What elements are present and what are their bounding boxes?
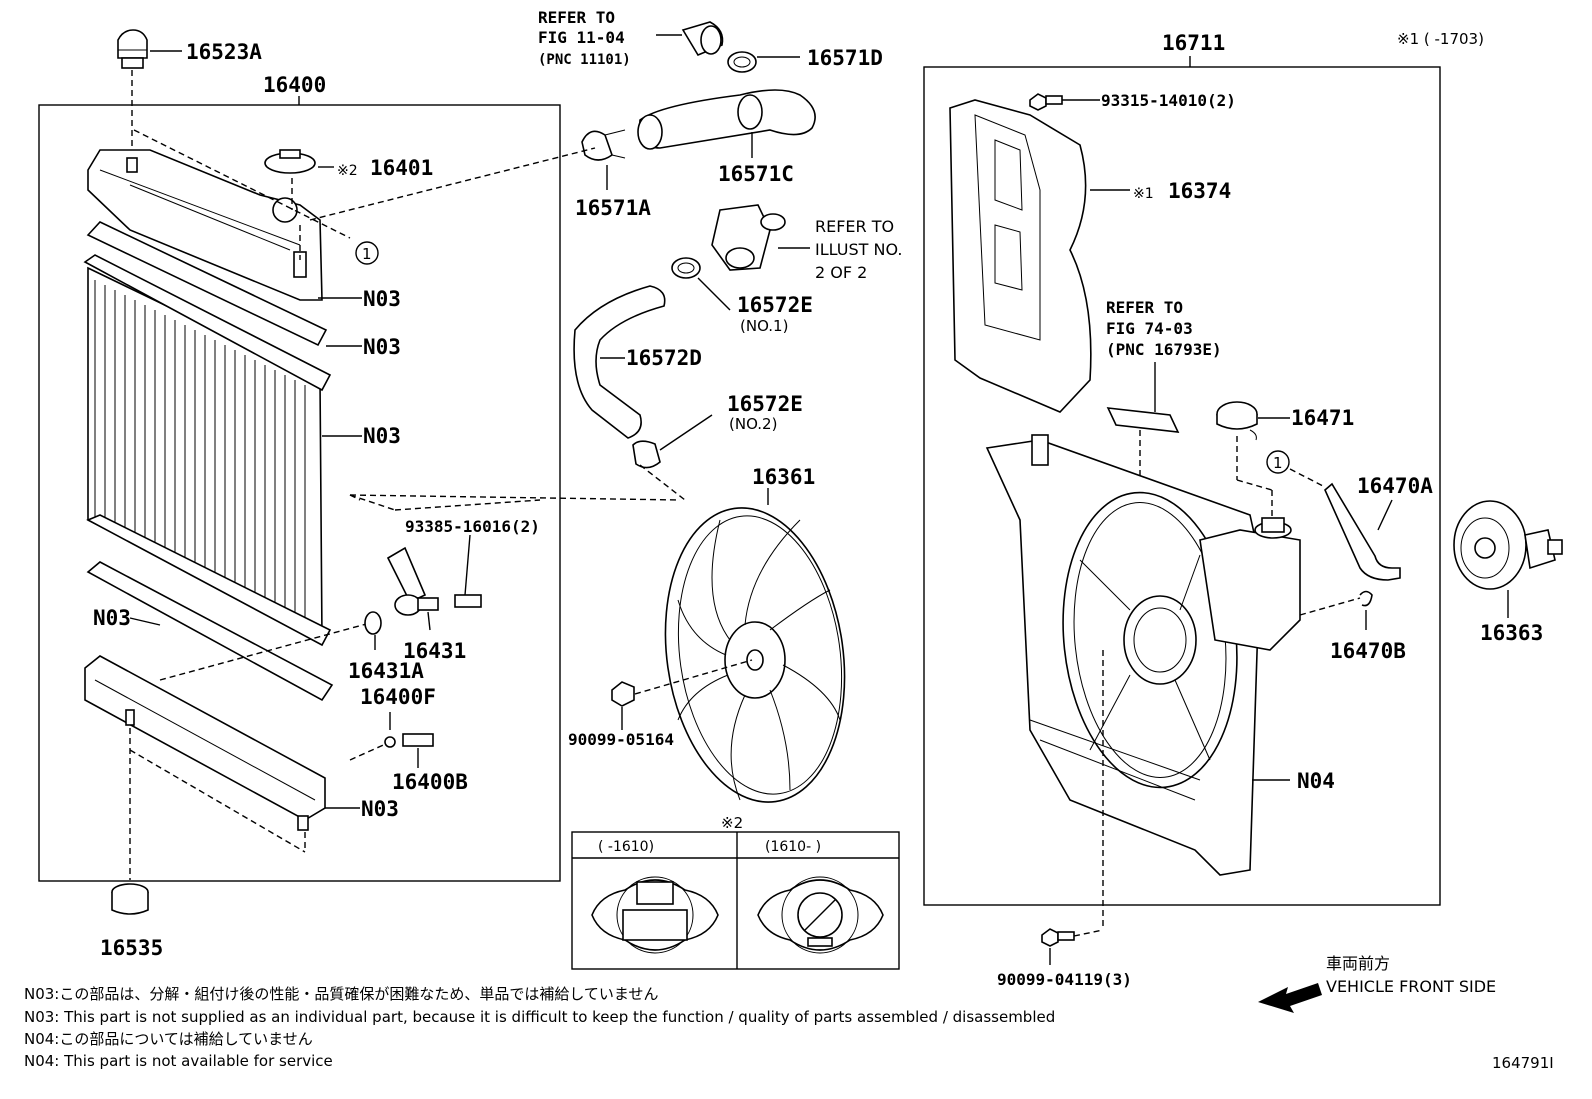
- label-16523A: 16523A: [186, 40, 262, 64]
- label-16401: 16401: [370, 156, 433, 180]
- label-16431A: 16431A: [348, 659, 424, 683]
- reserve-tank-icon: [1199, 517, 1301, 651]
- ref-fig7403-line1: REFER TO: [1106, 298, 1183, 317]
- footnote-n03-jp: N03:この部品は、分解・組付け後の性能・品質確保が困難なため、単品では補給して…: [24, 985, 658, 1003]
- radiator-cap-late-icon: [757, 876, 884, 954]
- mark-16401: ※2: [337, 163, 358, 179]
- radiator-top-plug-icon: [117, 29, 148, 69]
- drain-cock-icon: [386, 546, 439, 616]
- footnote-n03-en: N03: This part is not supplied as an ind…: [24, 1008, 1055, 1026]
- shroud-bolt-icon: [1029, 93, 1063, 111]
- sub-16572E-1: (NO.1): [740, 317, 788, 335]
- label-16431: 16431: [403, 639, 466, 663]
- shroud-lower-bolt-icon: [1041, 928, 1075, 947]
- lower-gasket-icon: [86, 561, 334, 702]
- label-16571C: 16571C: [718, 162, 794, 186]
- label-n03-1: N03: [363, 287, 401, 311]
- reserve-tank-hose-icon: [1324, 482, 1401, 581]
- label-16400B: 16400B: [392, 770, 468, 794]
- label-90099-05164: 90099-05164: [568, 730, 674, 749]
- label-16571A: 16571A: [575, 196, 651, 220]
- sub-16572E-2: (NO.2): [729, 415, 777, 433]
- cap-table-col2: (1610- ): [765, 839, 821, 855]
- label-n03-4: N03: [93, 606, 131, 630]
- fan-shroud-assembly-box: [923, 66, 1441, 906]
- label-16470A: 16470A: [1357, 474, 1433, 498]
- diagram-id: 164791I: [1492, 1054, 1554, 1072]
- note-1703: ※1 ( -1703): [1397, 30, 1484, 48]
- label-16572D: 16572D: [626, 346, 702, 370]
- footnote-n04-jp: N04:この部品については補給していません: [24, 1030, 313, 1048]
- upper-hose-fitting-icon: [681, 21, 724, 57]
- label-n03-3: N03: [363, 424, 401, 448]
- upper-hose-clamp-d-icon: [727, 51, 757, 73]
- label-93315: 93315-14010(2): [1101, 91, 1236, 110]
- drain-bolt-icon: [454, 594, 482, 608]
- radiator-cap-icon: [264, 149, 316, 174]
- radiator-core-icon: [83, 254, 332, 647]
- radiator-cap-early-icon: [591, 876, 719, 954]
- shroud-seal-icon: [1106, 407, 1180, 433]
- label-93385: 93385-16016(2): [405, 517, 540, 536]
- fan-motor-icon: [1453, 500, 1563, 590]
- sensor-oring-icon: [384, 736, 396, 748]
- cooling-fan-icon: [664, 507, 846, 803]
- label-16572E-2: 16572E: [727, 392, 803, 416]
- vehicle-front-en: VEHICLE FRONT SIDE: [1326, 977, 1496, 996]
- ref-fig7403-line3: (PNC 16793E): [1106, 340, 1222, 359]
- ref-fig1104-line3: (PNC 11101): [538, 52, 631, 68]
- vehicle-front-jp: 車両前方: [1326, 954, 1390, 973]
- ref-fig7403-line2: FIG 74-03: [1106, 319, 1193, 338]
- label-n03-5: N03: [361, 797, 399, 821]
- ref-fig1104-line2: FIG 11-04: [538, 28, 625, 47]
- label-n04: N04: [1297, 769, 1335, 793]
- lower-hose-clamp-1-icon: [671, 257, 701, 279]
- footnote-n04-en: N04: This part is not available for serv…: [24, 1052, 333, 1070]
- circle-ref-left: 1: [362, 245, 372, 263]
- label-16374: 16374: [1168, 179, 1231, 203]
- ref-illust-line1: REFER TO: [815, 217, 894, 236]
- upper-gasket-icon: [86, 221, 328, 347]
- temperature-sensor-icon: [402, 733, 434, 747]
- label-16571D: 16571D: [807, 46, 883, 70]
- air-guide-panel-icon: [949, 99, 1092, 413]
- radiator-drain-plug-icon: [111, 883, 149, 915]
- ref-illust-line2: ILLUST NO.: [815, 240, 902, 259]
- lower-radiator-hose-icon: [573, 285, 666, 439]
- water-outlet-housing-icon: [711, 204, 786, 271]
- cap-table-col1: ( -1610): [598, 839, 654, 855]
- lower-hose-clamp-2-icon: [632, 440, 661, 469]
- ref-fig1104-line1: REFER TO: [538, 8, 615, 27]
- mark-16374: ※1: [1133, 186, 1154, 202]
- circle-ref-right: 1: [1273, 454, 1283, 472]
- upper-radiator-hose-icon: [637, 89, 816, 150]
- hose-clip-icon: [1359, 590, 1373, 607]
- ref-illust-line3: 2 OF 2: [815, 263, 867, 282]
- label-16400: 16400: [263, 73, 326, 97]
- reserve-tank-cap-icon: [1216, 401, 1258, 441]
- fan-shroud-icon: [985, 434, 1261, 876]
- vehicle-front-arrow-icon: [1258, 983, 1322, 1013]
- label-n03-2: N03: [363, 335, 401, 359]
- fan-nut-icon: [611, 681, 635, 707]
- drain-oring-icon: [364, 611, 382, 635]
- upper-hose-clamp-a-icon: [581, 129, 626, 161]
- label-16471: 16471: [1291, 406, 1354, 430]
- radiator-upper-tank-icon: [87, 149, 323, 301]
- radiator-cap-variant-table: [571, 831, 900, 970]
- label-16470B: 16470B: [1330, 639, 1406, 663]
- label-16572E-1: 16572E: [737, 293, 813, 317]
- label-16711: 16711: [1162, 31, 1225, 55]
- cap-table-title: ※2: [721, 814, 743, 832]
- label-16363: 16363: [1480, 621, 1543, 645]
- label-90099-04119: 90099-04119(3): [997, 970, 1132, 989]
- label-16400F: 16400F: [360, 685, 436, 709]
- label-16361: 16361: [752, 465, 815, 489]
- label-16535: 16535: [100, 936, 163, 960]
